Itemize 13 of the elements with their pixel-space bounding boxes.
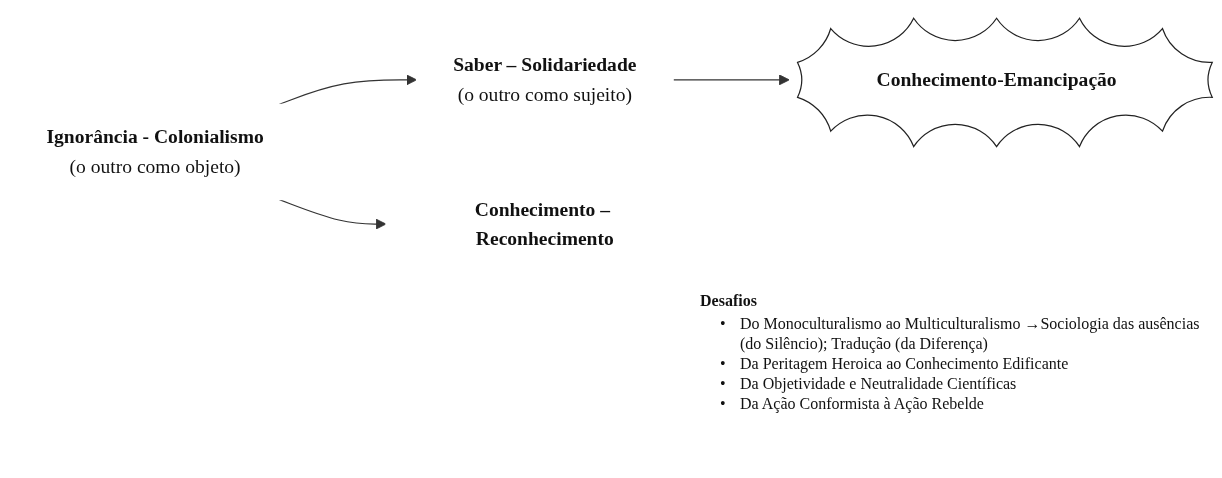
list-item-text: Da Ação Conformista à Ação Rebelde	[740, 394, 984, 414]
node-text: Saber – Solidariedade (o outro como sujeito)	[453, 54, 637, 105]
bullet-mark: •	[720, 394, 727, 414]
bullet-mark: •	[720, 314, 727, 334]
list-item-text: Da Objetividade e Neutralidade Científicas	[740, 374, 1017, 394]
node-text: Ignorância - Colonialismo (o outro como objeto)	[46, 126, 264, 177]
arrow	[278, 74, 417, 105]
bullet-mark: •	[720, 354, 727, 374]
node-text: Conhecimento – Reconhecimento	[474, 198, 614, 249]
bullet-mark: •	[720, 374, 727, 394]
list-item-text: Da Peritagem Heroica ao Conhecimento Edificante	[740, 354, 1069, 374]
list-item-text: Do Monoculturalismo ao Multiculturalismo →Sociologia das ausências (do Silêncio); Tradução (da Diferença)	[740, 314, 1200, 354]
heading-text: Desafios	[700, 292, 757, 310]
